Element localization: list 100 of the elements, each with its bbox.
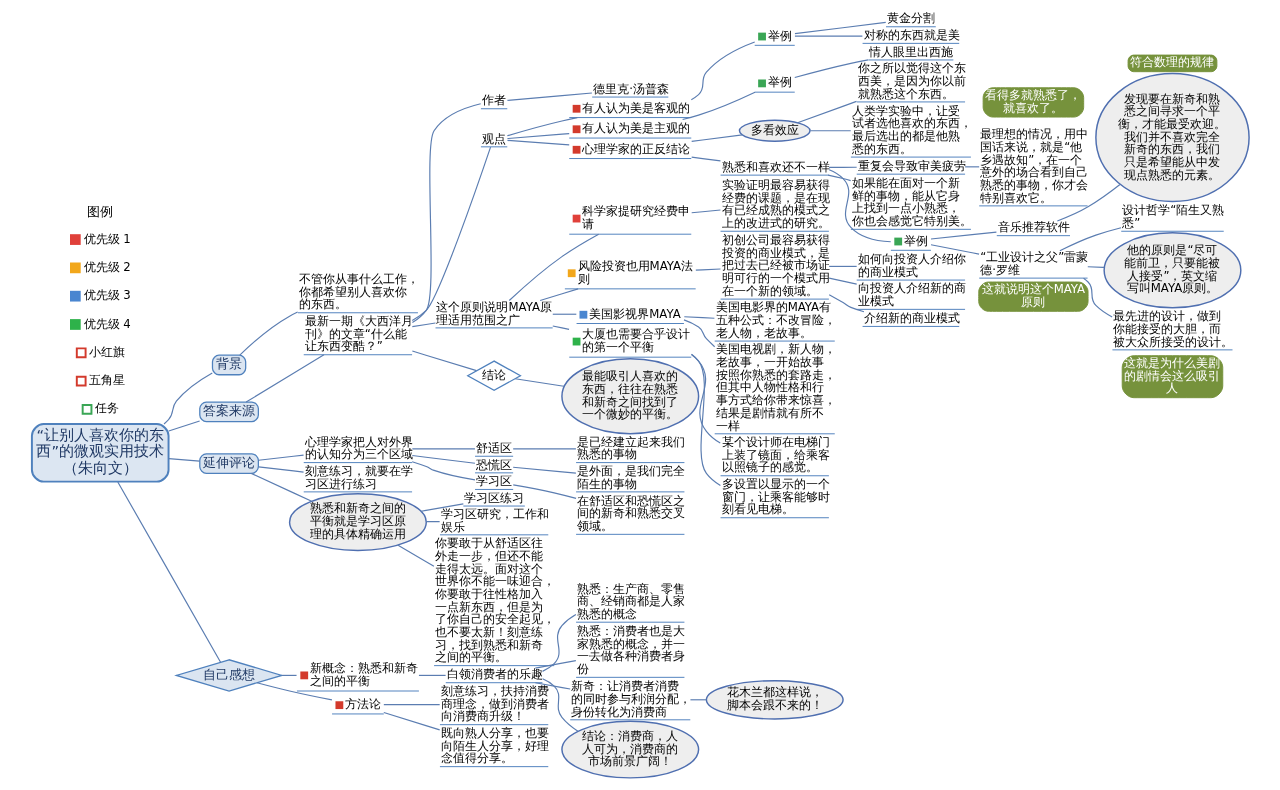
legend-label: 任务 <box>94 401 119 416</box>
node-text: 介绍新的商业模式 <box>863 311 960 326</box>
node-box: 这就说明这个MAYA原则 <box>977 281 1089 312</box>
node-box: 看得多就熟悉了，就喜欢了。 <box>982 87 1084 118</box>
legend-label: 优先级 4 <box>83 316 131 331</box>
node-diamond: 结论 <box>465 360 522 392</box>
connector <box>828 169 891 243</box>
node-text: 是外面，是我们完全陌生的事物 <box>576 463 685 491</box>
node-text: 在舒适区和恐慌区之间的新奇和熟悉交叉领域。 <box>576 493 685 534</box>
node-text: 学习区研究，工作和娱乐 <box>440 506 549 534</box>
node-text: 美国电影界的MAYA有五种公式：不改冒险，老人物，老故事。 <box>715 300 836 340</box>
connector <box>539 288 579 302</box>
legend-label: 优先级 3 <box>83 288 131 303</box>
node-text: 某个设计师在电梯门上装了镜面，给乘客以照镜子的感觉。 <box>721 435 830 475</box>
connector <box>411 350 477 372</box>
connector <box>411 103 481 324</box>
node-text: 设计哲学“陌生又熟悉” <box>1121 203 1224 230</box>
node-text: 最先进的设计，做到你能接受的大胆，而被大众所接受的设计。 <box>1112 309 1233 349</box>
node-text: 重复会导致审美疲劳 <box>857 158 966 173</box>
connector <box>828 265 857 267</box>
connector <box>506 133 570 140</box>
node-text: 初创公司最容易获得投资的商业模式，是把过去已经被市场证明可行的一个模式用在一个新的领域。 <box>721 233 830 298</box>
node-box: 延伸评论 <box>198 453 259 474</box>
node-text: 是已经建立起来我们熟悉的事物 <box>576 434 685 462</box>
connector <box>382 711 440 731</box>
connector <box>793 59 869 79</box>
connector <box>512 466 576 474</box>
connector <box>382 704 440 706</box>
connector <box>690 41 755 101</box>
connector <box>167 457 200 462</box>
node-text: 德里克·汤普森 <box>592 81 669 96</box>
legend-label: 小红旗 <box>88 344 125 359</box>
connector <box>690 353 721 486</box>
connector <box>425 520 440 523</box>
node-text: 观点 <box>481 131 506 146</box>
node-text: 美国电视剧，新人物，老故事，一开始故事按照你熟悉的套路走，但其中人物性格和行事方式给你带来惊喜，结果是剧情就有所不一样 <box>715 342 836 433</box>
node-text: 熟悉：生产商、零售商、经销商都是人家熟悉的概念 <box>576 581 685 621</box>
connector <box>690 209 721 214</box>
connector <box>534 682 571 690</box>
connector <box>690 134 743 142</box>
connector <box>245 354 324 403</box>
node-ellipse: 花木兰都这样说，脚本会跟不来的！ <box>705 679 844 720</box>
connector <box>411 322 436 328</box>
connector <box>541 678 578 732</box>
connector <box>506 92 592 101</box>
node-text: 恐慌区 <box>475 457 512 472</box>
node-text: 作者 <box>481 93 506 108</box>
node-text: 如何向投资人介绍你的商业模式 <box>857 252 966 279</box>
connector <box>694 268 721 271</box>
connector <box>681 91 756 121</box>
connector <box>827 174 851 182</box>
connector <box>167 420 200 432</box>
connector <box>417 674 446 676</box>
connector <box>257 466 304 473</box>
connector <box>411 454 476 464</box>
connector <box>420 503 464 512</box>
node-text: 你之所以觉得这个东西美，是因为你以前就熟悉这个东西。 <box>857 61 966 101</box>
connector <box>512 448 576 450</box>
connector <box>929 231 997 240</box>
connector <box>796 100 857 124</box>
connector <box>683 316 715 319</box>
node-text: 向投资人介绍新的商业模式 <box>857 281 966 309</box>
connector <box>1082 277 1113 318</box>
node-text: 情人眼里出西施 <box>868 44 953 59</box>
legend-label: 优先级 1 <box>83 231 131 246</box>
connector <box>1086 266 1105 269</box>
connector <box>506 139 570 146</box>
connector <box>793 21 886 35</box>
node-text: “工业设计之父”雷蒙德·罗维 <box>979 250 1088 277</box>
connector <box>534 660 576 669</box>
node-box: 符合数理的规律 <box>1127 54 1217 73</box>
node-text: 心理学家把人对外界的认知分为三个区域 <box>304 434 413 462</box>
node-text: 舒适区 <box>475 440 512 455</box>
connector <box>690 156 721 162</box>
node-text: 不管你从事什么工作，你都希望别人喜欢你的东西。 <box>298 272 419 312</box>
node-text: 熟悉和喜欢还不一样 <box>721 159 830 174</box>
connector <box>682 319 715 348</box>
connector <box>551 325 570 330</box>
node-text: 学习区练习 <box>463 490 524 505</box>
connector <box>250 472 312 502</box>
connector <box>512 484 577 499</box>
connector <box>411 448 476 450</box>
connector <box>411 461 476 481</box>
connector <box>506 117 578 137</box>
connector <box>551 313 577 315</box>
connector <box>162 372 213 425</box>
node-box: “让别人喜欢你的东西”的微观实用技术（朱向文） <box>30 423 170 483</box>
connector <box>257 454 304 461</box>
connector <box>1058 227 1122 252</box>
node-text: 刻意练习，就要在学习区进行练习 <box>304 463 413 491</box>
node-box: 这就是为什么美剧的剧情会这么吸引人 <box>1121 355 1223 399</box>
node-box: 背景 <box>211 354 246 376</box>
node-text: 多设置以显示的一个窗门，让乘客能够时刻看见电梯。 <box>721 477 830 517</box>
node-ellipse: 发现要在新奇和熟悉之间寻求一个平衡，才能最受欢迎。我们并不喜欢完全新奇的东西，我们只是希望能从中发现点熟悉的元素。 <box>1094 72 1250 203</box>
legend-label: 优先级 2 <box>83 259 131 274</box>
node-ellipse: 多看效应 <box>738 119 811 142</box>
node-text: 如果能在面对一个新鲜的事物，能从它身上找到一点小熟悉，你也会感觉它特别美。 <box>851 175 972 229</box>
connector <box>397 544 434 567</box>
node-text: 学习区 <box>475 474 512 489</box>
node-box: 答案来源 <box>198 401 259 423</box>
